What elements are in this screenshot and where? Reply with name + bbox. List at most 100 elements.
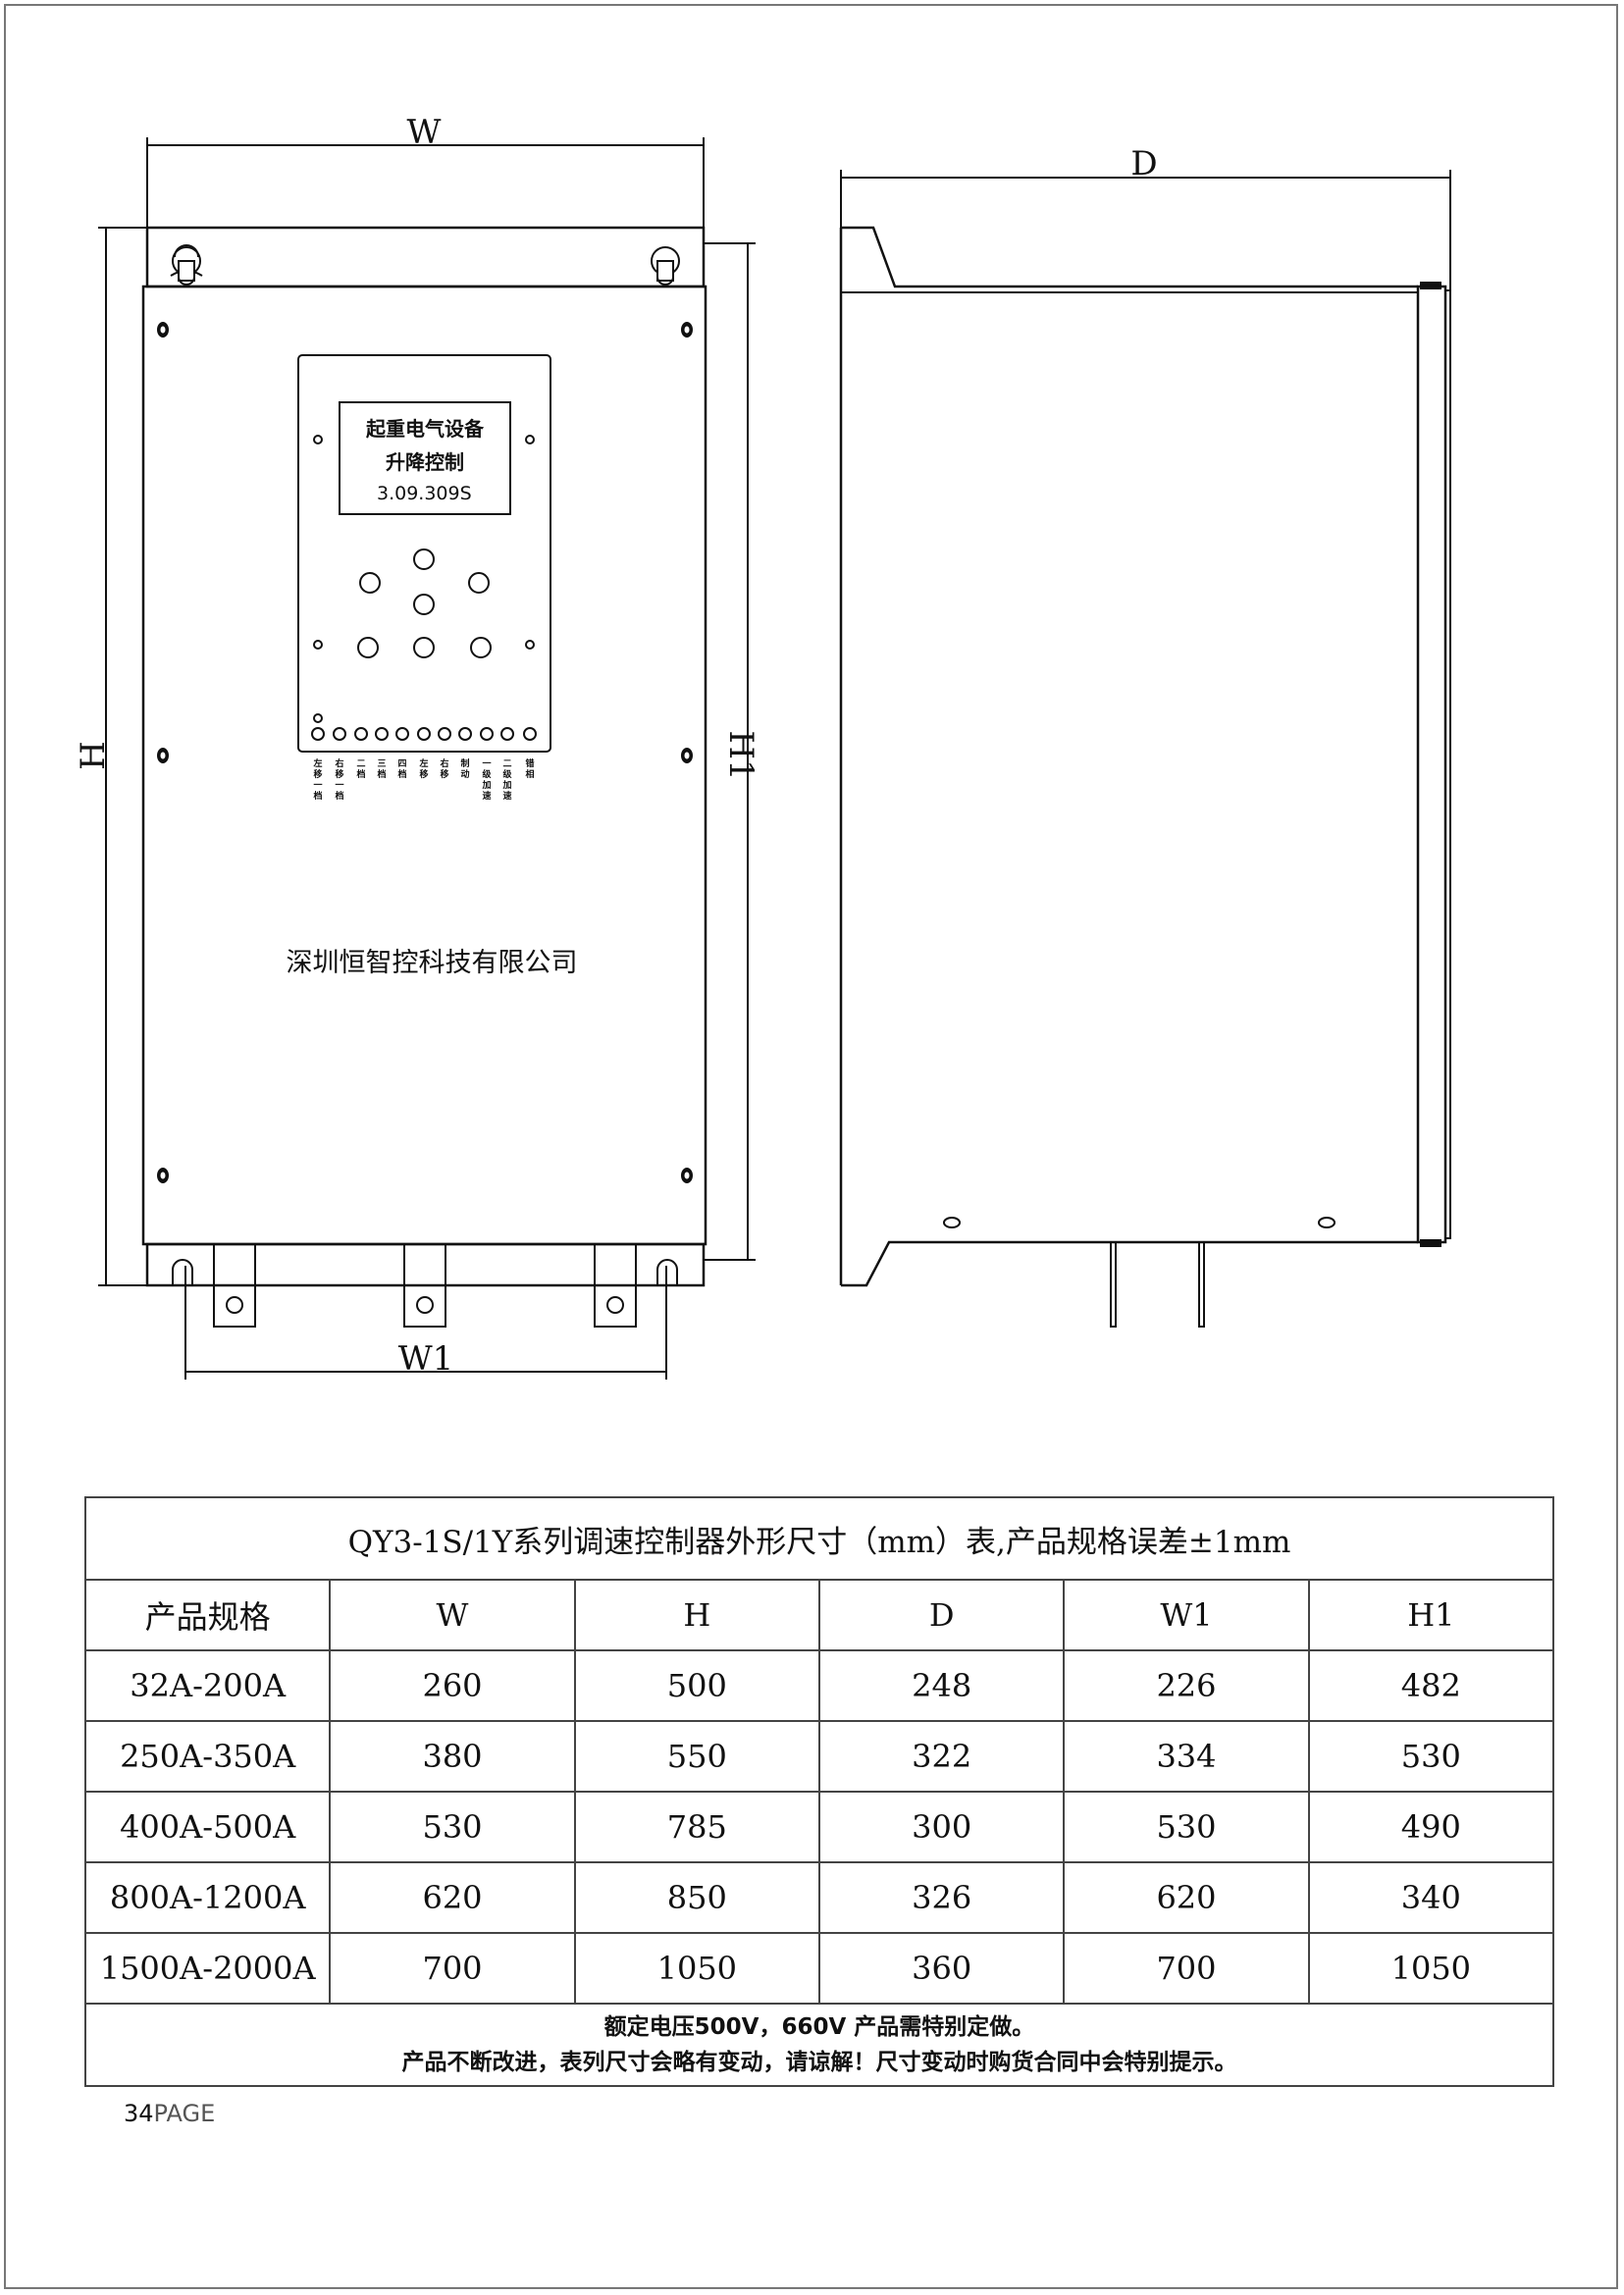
table-cell: 550	[573, 1720, 820, 1793]
dim-label-h: H	[74, 741, 113, 770]
page-number: 34PAGE	[124, 2100, 215, 2127]
page-number-value: 34	[124, 2100, 154, 2127]
table-row: 32A-200A 260 500 248 226 482	[83, 1649, 1555, 1722]
button-down[interactable]	[413, 637, 435, 658]
table-header-row: 产品规格 W H D W1 H1	[83, 1579, 1555, 1651]
page-number-suffix: PAGE	[153, 2100, 216, 2127]
led-label-char: 左	[312, 757, 322, 769]
table-cell: 850	[573, 1861, 820, 1934]
dim-label-d: D	[1130, 144, 1157, 183]
table-cell: 530	[329, 1791, 576, 1863]
button-right-top[interactable]	[468, 572, 490, 594]
led-label-char: 级	[501, 768, 512, 780]
led-label-char: 错	[525, 757, 534, 769]
led-label-char: 一	[482, 759, 491, 769]
led-label-char: 档	[397, 768, 406, 780]
table-row: 1500A-2000A 700 1050 360 700 1050	[83, 1932, 1555, 2005]
keypad	[357, 548, 492, 658]
table-cell: 260	[329, 1649, 576, 1722]
led-label-char: 右	[334, 757, 343, 769]
led-label-char: 一	[335, 781, 343, 791]
display-line-2: 升降控制	[386, 450, 464, 474]
dim-label-w1: W1	[398, 1339, 454, 1379]
led-label-char: 移	[419, 768, 428, 780]
button-up[interactable]	[413, 548, 435, 570]
led-label-char: 制	[460, 757, 469, 769]
table-header: H	[573, 1579, 820, 1651]
table-cell: 785	[573, 1791, 820, 1863]
table-cell: 300	[817, 1791, 1066, 1863]
table-cell: 250A-350A	[83, 1720, 332, 1793]
table-row: 400A-500A 530 785 300 530 490	[83, 1791, 1555, 1863]
led-label-char: 档	[356, 768, 365, 780]
technical-drawing: W H	[74, 113, 1451, 1380]
note-line-1: 额定电压500V，660V 产品需特别定做。	[603, 2014, 1035, 2040]
table-header: D	[817, 1579, 1066, 1651]
led-indicator	[438, 727, 451, 741]
button-left-bottom[interactable]	[357, 637, 379, 658]
led-indicator	[417, 727, 431, 741]
page-border	[4, 4, 1618, 2289]
led-label-char: 移	[440, 768, 448, 780]
button-left-top[interactable]	[359, 572, 381, 594]
table-cell: 1050	[1307, 1932, 1555, 2005]
dim-label-h1: H1	[721, 730, 760, 780]
table-cell: 334	[1063, 1720, 1310, 1793]
led-label-char: 移	[335, 768, 343, 780]
table-cell: 1050	[573, 1932, 820, 2005]
led-label-char: 一	[313, 781, 322, 791]
table-cell: 530	[1063, 1791, 1310, 1863]
led-label-char: 二	[356, 759, 365, 769]
led-label-char: 档	[377, 768, 386, 780]
note-line-2: 产品不断改进，表列尺寸会略有变动，请谅解！尺寸变动时购货合同中会特别提示。	[401, 2050, 1237, 2075]
led-indicator	[333, 727, 346, 741]
display-line-3: 3.09.309S	[377, 483, 472, 504]
table-cell: 326	[817, 1861, 1066, 1934]
led-indicator	[395, 727, 409, 741]
led-label-char: 三	[377, 758, 386, 769]
table-cell: 490	[1307, 1791, 1555, 1863]
table-cell: 800A-1200A	[83, 1861, 332, 1934]
table-cell: 700	[1063, 1932, 1310, 2005]
led-indicator	[311, 727, 325, 741]
led-label-char: 动	[460, 769, 469, 780]
led-label-char: 右	[439, 757, 448, 769]
table-cell: 482	[1307, 1649, 1555, 1722]
led-indicator	[500, 727, 514, 741]
table-cell: 530	[1307, 1720, 1555, 1793]
table-cell: 322	[817, 1720, 1066, 1793]
table-header: W	[329, 1579, 576, 1651]
led-indicator	[480, 727, 494, 741]
led-indicator	[523, 727, 537, 741]
table-row: 800A-1200A 620 850 326 620 340	[83, 1861, 1555, 1934]
led-label-char: 档	[335, 790, 343, 802]
table-title: QY3-1S/1Y系列调速控制器外形尺寸（mm）表,产品规格误差±1mm	[84, 1496, 1554, 1581]
table-cell: 620	[329, 1861, 576, 1934]
table-cell: 1500A-2000A	[83, 1932, 332, 2005]
table-note: 额定电压500V，660V 产品需特别定做。 产品不断改进，表列尺寸会略有变动，…	[84, 2003, 1554, 2087]
led-label-char: 级	[481, 768, 492, 780]
led-label-char: 加	[501, 779, 511, 791]
button-center[interactable]	[413, 594, 435, 615]
led-label-char: 二	[502, 759, 511, 769]
led-indicator	[354, 727, 368, 741]
table-cell: 248	[817, 1649, 1066, 1722]
table-cell: 400A-500A	[83, 1791, 332, 1863]
table-cell: 32A-200A	[83, 1649, 332, 1722]
table-header: W1	[1063, 1579, 1310, 1651]
led-label-char: 相	[525, 768, 534, 780]
button-right-bottom[interactable]	[470, 637, 492, 658]
led-label-char: 速	[482, 790, 491, 802]
table-header: 产品规格	[83, 1579, 332, 1651]
front-view: W H	[74, 113, 760, 1380]
company-name: 深圳恒智控科技有限公司	[287, 948, 578, 978]
table-cell: 360	[817, 1932, 1066, 2005]
led-label-char: 速	[502, 790, 511, 802]
led-label-char: 左	[418, 757, 428, 769]
side-view: D	[839, 144, 1451, 1328]
led-indicator	[375, 727, 389, 741]
table-cell: 620	[1063, 1861, 1310, 1934]
table-header: H1	[1307, 1579, 1555, 1651]
table-row: 250A-350A 380 550 322 334 530	[83, 1720, 1555, 1793]
table-cell: 226	[1063, 1649, 1310, 1722]
